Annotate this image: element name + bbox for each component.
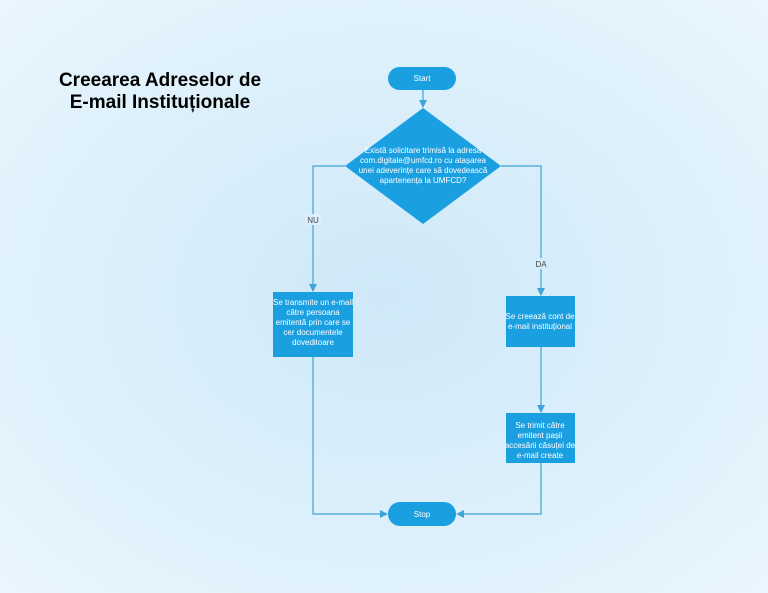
- stop-text: Stop: [414, 510, 431, 519]
- no-process-node: [273, 292, 353, 357]
- connector-no: [309, 165, 345, 292]
- decision-text: Există solicitare trimisă la adresa: [365, 146, 482, 155]
- decision-node: [345, 108, 501, 224]
- label-no: NU: [307, 216, 319, 225]
- create-account-node: [506, 296, 575, 347]
- process-text: doveditoare: [292, 338, 334, 347]
- process-text: e-mail create: [517, 451, 564, 460]
- process-text: emitent pașii: [518, 431, 563, 440]
- decision-text: unei adeverințe care să dovedească: [359, 166, 488, 175]
- process-text: cer documentele: [283, 328, 343, 337]
- process-text: accesării căsuței de: [505, 441, 576, 450]
- decision-text: apartenența la UMFCD?: [380, 176, 467, 185]
- process-text: Se trimit către: [515, 421, 565, 430]
- start-node: [388, 67, 456, 90]
- process-text: emitentă prin care se: [276, 318, 351, 327]
- stop-node: [388, 502, 456, 526]
- decision-text: com.digitale@umfcd.ro cu atașarea: [360, 156, 487, 165]
- connector-no-stop: [312, 357, 388, 518]
- connector-yes: [501, 165, 545, 296]
- connector-yes-stop: [456, 463, 542, 518]
- label-yes: DA: [535, 260, 547, 269]
- process-text: Se transmite un e-mail: [273, 298, 353, 307]
- title-line-1: Creearea Adreselor de: [58, 70, 262, 91]
- diagram-title: Creearea Adreselor de E-mail Instituțion…: [40, 70, 280, 114]
- start-text: Start: [414, 74, 432, 83]
- title-line-2: E-mail Instituționale: [69, 92, 251, 113]
- process-text: către persoana: [286, 308, 340, 317]
- send-steps-node: [506, 413, 575, 463]
- process-text: e-mail instituțional: [508, 322, 572, 331]
- process-text: Se creează cont de: [506, 312, 575, 321]
